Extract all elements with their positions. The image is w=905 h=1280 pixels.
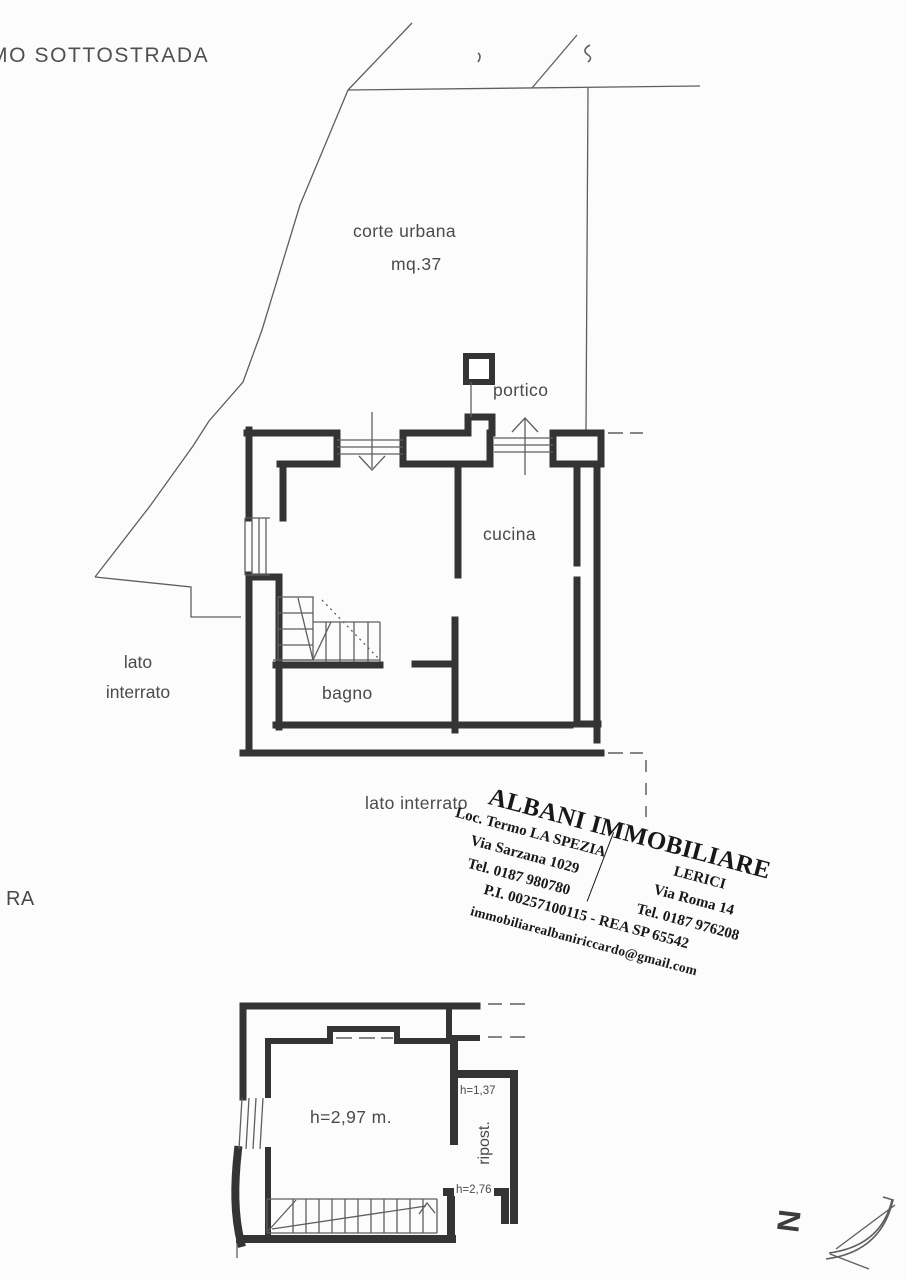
basement-walls [231,1002,518,1248]
north-arrow [825,1196,896,1270]
courtyard-label: corte urbana [353,221,457,241]
basement-window [236,1097,264,1258]
north-letter: N [769,1207,808,1235]
left-partial-label: RA [6,888,35,910]
basement-side-label: lato interrato [365,793,468,813]
kitchen-label: cucina [483,524,536,544]
side-note-line1: lato [123,652,153,672]
bathroom-label: bagno [322,683,373,703]
courtyard-area-label: mq.37 [391,254,442,274]
ground-floor-walls [239,413,605,757]
reference-dashes-ground [608,432,647,817]
staircase-ground [273,596,381,662]
reference-dashes-basement [488,1003,525,1038]
plan-title-partial: MO SOTTOSTRADA [0,44,210,67]
side-note-line2: interrato [105,682,171,702]
portico-label: portico [493,380,549,400]
staircase-basement [266,1198,438,1234]
ground-floor-openings [244,437,553,576]
handwritten-marks [477,44,592,63]
portico-pillar [463,353,495,417]
room-height-label: h=2,97 m. [310,1107,392,1127]
closet-height-label: h=1,37 [460,1085,496,1097]
courtyard-boundary [94,22,701,618]
stair-height-label: h=2,76 [454,1184,494,1196]
side-note: lato interrato [94,647,182,707]
closet-label: ripost. [476,1121,493,1165]
entry-arrows [358,412,539,475]
